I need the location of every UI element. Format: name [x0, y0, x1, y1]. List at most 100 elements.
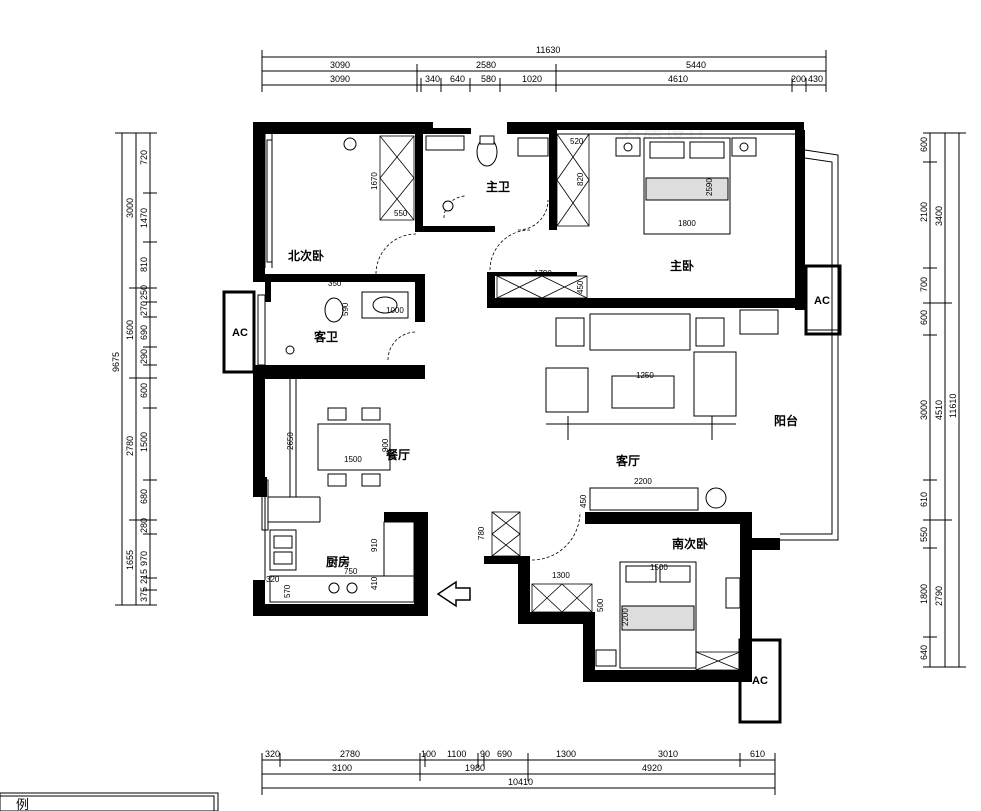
inner-dim-w: 570: [283, 584, 292, 598]
room-balcony: 阳台: [774, 413, 798, 428]
room-dining: 餐厅: [386, 447, 410, 462]
inner-dim-i: 350: [328, 279, 342, 288]
inner-dim-e: 2590: [705, 178, 714, 196]
inner-dim-f: 1800: [678, 219, 696, 228]
room-master-bath: 主卫: [486, 179, 510, 194]
wardrobes: [379, 133, 741, 671]
bath-fixtures: [285, 135, 549, 355]
top-dim-4: 3090: [330, 74, 350, 84]
living-room-furniture: [545, 309, 779, 511]
inner-dim-aa: 2200: [621, 608, 630, 626]
top-dim-1: 3090: [330, 60, 350, 70]
bottom-dim-4: 1100: [447, 749, 466, 759]
top-dim-11: 430: [808, 74, 823, 84]
inner-dim-v: 320: [266, 575, 280, 584]
dining-table: [317, 407, 391, 487]
left-dim-1: 3000: [125, 198, 135, 218]
right-dim-2: 2100: [919, 202, 929, 222]
bottom-dim-3: 100: [421, 749, 436, 759]
inner-dim-r: 780: [477, 526, 486, 540]
left-dim-6: 1470: [139, 208, 149, 228]
left-dim-17: 215: [139, 569, 149, 584]
bottom-dim-2: 2780: [340, 749, 360, 759]
ac-label-west: AC: [232, 327, 248, 339]
inner-dim-s: 910: [370, 538, 379, 552]
kitchen-fixtures: [269, 521, 415, 603]
bottom-dim-12: 4920: [642, 763, 662, 773]
south-bed: [595, 561, 741, 669]
bottom-dim-9: 610: [750, 749, 765, 759]
right-dim-1: 600: [919, 137, 929, 152]
inner-dim-ab: 1800: [743, 586, 752, 604]
top-dim-8: 1020: [522, 74, 542, 84]
ac-units: AC AC AC: [222, 264, 842, 724]
left-dim-2: 1600: [125, 320, 135, 340]
top-dim-7: 580: [481, 74, 496, 84]
top-dim-10: 200: [791, 74, 806, 84]
thin-wall-lines: [257, 133, 840, 580]
inner-dim-y: 1500: [650, 563, 668, 572]
bottom-dimension-lines: [261, 753, 776, 795]
top-dimension-lines: [261, 50, 827, 92]
room-north-bedroom: 北次卧: [288, 248, 324, 263]
legend-box: 例: [0, 792, 219, 811]
left-dim-11: 290: [139, 349, 149, 364]
room-master-bedroom: 主卧: [670, 258, 694, 273]
entry-arrow-icon: [436, 580, 471, 608]
inner-dim-j: 590: [341, 302, 350, 316]
left-dimension-lines: [115, 132, 157, 606]
left-overall-dim: 9675: [111, 352, 121, 372]
inner-dim-k: 1000: [386, 306, 404, 315]
left-dim-18: 375: [139, 587, 149, 602]
room-kitchen: 厨房: [326, 554, 350, 569]
inner-dim-d: 820: [576, 172, 585, 186]
room-south-bedroom: 南次卧: [672, 536, 708, 551]
inner-dim-c: 520: [570, 137, 584, 146]
legend-title: 例: [16, 798, 29, 811]
right-dim-8: 1800: [919, 584, 929, 604]
bottom-overall-dim: 10410: [508, 777, 533, 787]
bottom-dim-5: 90: [480, 749, 490, 759]
inner-dim-u: 410: [370, 576, 379, 590]
right-dimension-lines: [923, 132, 966, 668]
right-dim-6: 610: [919, 492, 929, 507]
left-dim-5: 720: [139, 150, 149, 165]
inner-dim-b: 550: [394, 209, 408, 218]
top-dim-9: 4610: [668, 74, 688, 84]
top-dim-2: 2580: [476, 60, 496, 70]
inner-dim-n: 900: [381, 438, 390, 452]
top-dim-5: 340: [425, 74, 440, 84]
master-bed: [615, 137, 757, 235]
right-dim-11: 4510: [934, 400, 944, 420]
left-dim-3: 2780: [125, 436, 135, 456]
inner-dim-h: 450: [576, 280, 585, 294]
inner-dim-o: 1500: [344, 455, 362, 464]
right-dimension-labels: 600 2100 700 600 3000 610 550 1800 640 3…: [919, 137, 958, 660]
right-dim-9: 640: [919, 645, 929, 660]
inner-dimension-labels: 1670 550 520 820 2590 1800 1790 450 350 …: [266, 137, 752, 626]
inner-dim-t: 750: [344, 567, 358, 576]
left-dim-7: 810: [139, 257, 149, 272]
bottom-dim-10: 3100: [332, 763, 352, 773]
inner-dim-q: 450: [579, 494, 588, 508]
inner-dim-m: 2650: [286, 432, 295, 450]
top-dim-3: 5440: [686, 60, 706, 70]
top-dimension-labels: 11630 3090 2580 5440 3090 340 640 580 10…: [330, 45, 823, 84]
left-dim-10: 690: [139, 325, 149, 340]
left-dim-14: 680: [139, 489, 149, 504]
right-overall-dim: 11610: [948, 394, 958, 418]
left-dim-12: 600: [139, 383, 149, 398]
inner-dim-l: 1250: [636, 371, 654, 380]
inner-dim-x: 1300: [552, 571, 570, 580]
left-dimension-labels: 9675 3000 1600 2780 1655 720 1470 810 25…: [111, 150, 149, 602]
right-dim-12: 2790: [934, 586, 944, 606]
room-labels: 北次卧 主卫 主卧 客卫 餐厅 客厅 阳台 厨房 南次卧: [288, 179, 798, 569]
right-dim-3: 700: [919, 277, 929, 292]
left-dim-9: 270: [139, 301, 149, 316]
ac-label-south: AC: [752, 675, 768, 687]
bottom-dimension-labels: 320 2780 100 1100 90 690 1300 3010 610 3…: [265, 749, 765, 787]
bottom-dim-8: 3010: [658, 749, 678, 759]
top-dim-6: 640: [450, 74, 465, 84]
right-dim-10: 3400: [934, 206, 944, 226]
